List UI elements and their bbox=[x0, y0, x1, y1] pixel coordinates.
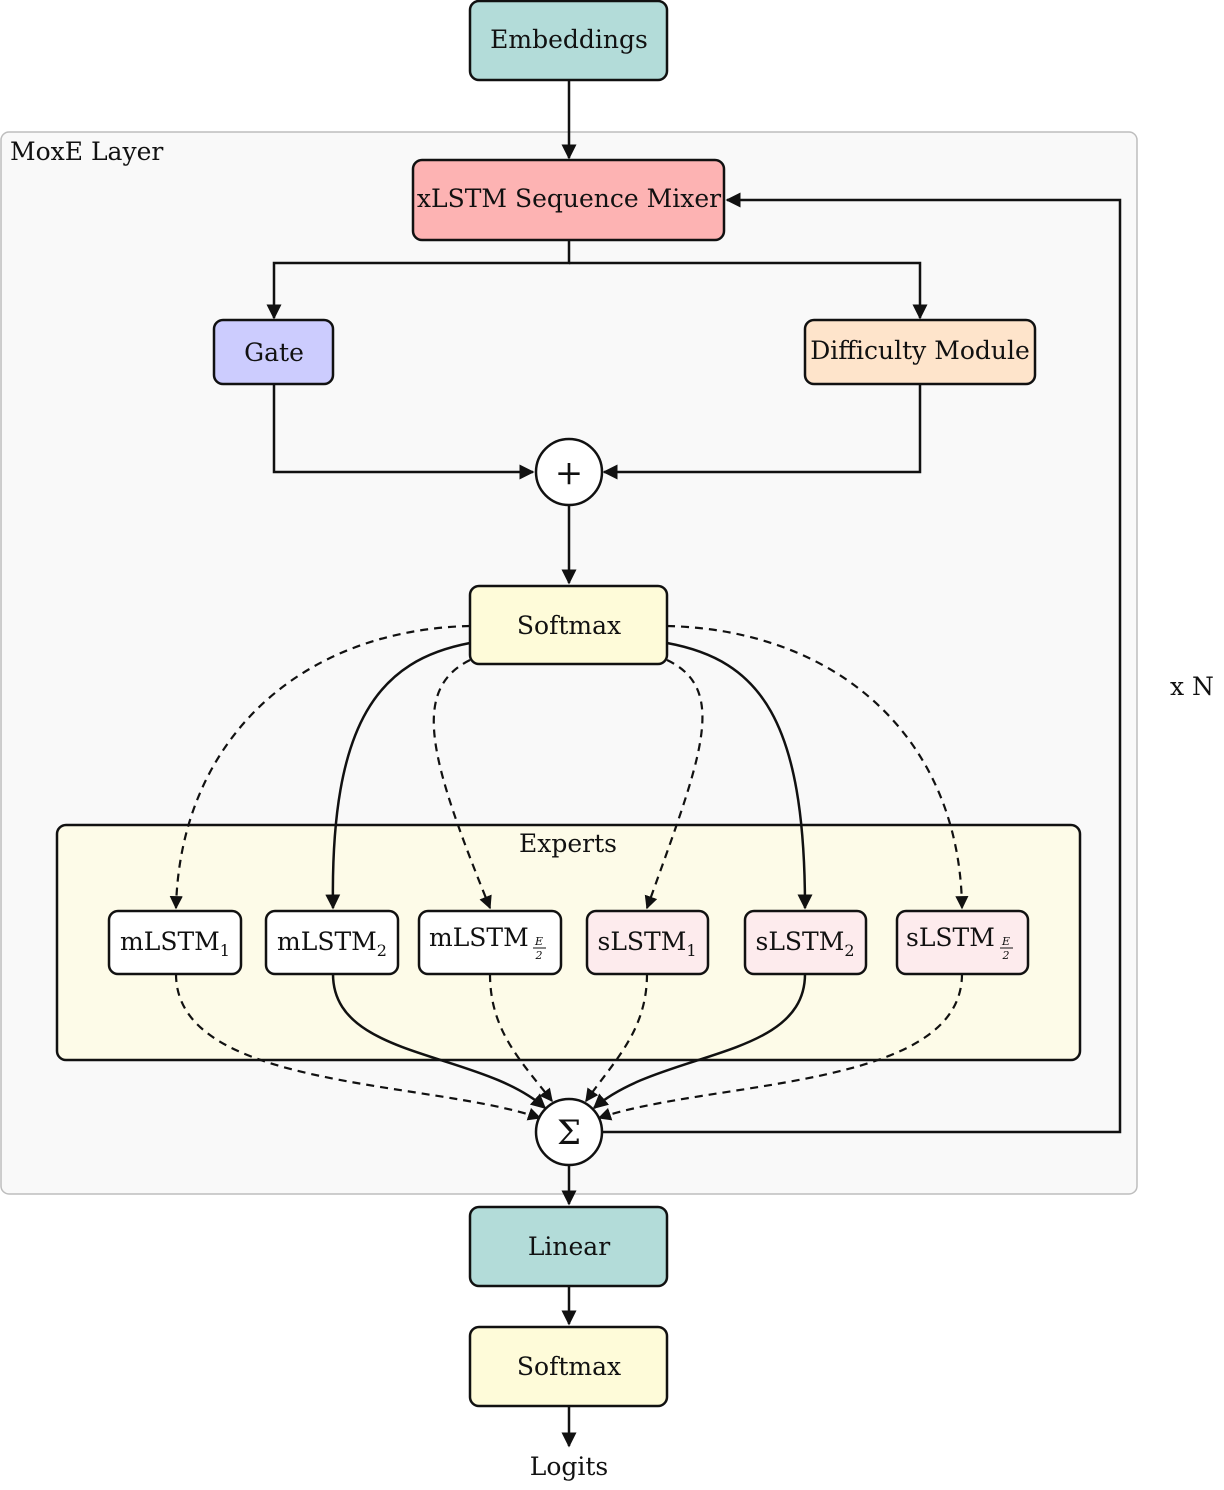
expert-frac-num: E bbox=[534, 935, 543, 948]
expert-box bbox=[585, 909, 710, 976]
agg-slstm-2 bbox=[592, 973, 807, 1109]
linear-box bbox=[468, 1205, 669, 1288]
route-slstm-2 bbox=[666, 641, 813, 910]
expert-box bbox=[743, 909, 868, 976]
gate-box bbox=[212, 318, 335, 386]
expert-slstm-1: sLSTM1 bbox=[585, 909, 710, 976]
experts-panel bbox=[55, 823, 1082, 1062]
expert-mlstm-e2: mLSTM E 2 bbox=[417, 909, 563, 976]
softmax-bottom-label: Softmax bbox=[517, 1352, 621, 1381]
expert-subscript: 2 bbox=[377, 941, 387, 960]
embeddings-block: Embeddings bbox=[468, 0, 669, 82]
agg-mlstm-e2 bbox=[488, 973, 553, 1103]
plus-node: + bbox=[534, 437, 604, 507]
route-slstm-e2 bbox=[666, 624, 969, 910]
gate-label: Gate bbox=[244, 338, 304, 367]
agg-slstm-e2 bbox=[597, 973, 964, 1121]
expert-name: sLSTM bbox=[755, 927, 844, 956]
softmax-top-box bbox=[468, 584, 669, 666]
expert-name: mLSTM bbox=[277, 927, 377, 956]
plus-symbol: + bbox=[555, 453, 584, 493]
mixer-block: xLSTM Sequence Mixer bbox=[411, 158, 726, 242]
aggregation-edges bbox=[174, 973, 964, 1121]
edge-mixer-difficulty bbox=[569, 261, 928, 320]
moxe-layer-title: MoxE Layer bbox=[10, 137, 163, 166]
mixer-box bbox=[411, 158, 726, 242]
expert-box bbox=[417, 909, 563, 976]
embeddings-box bbox=[468, 0, 669, 82]
svg-text:mLSTM1: mLSTM1 bbox=[120, 927, 230, 960]
expert-name: mLSTM bbox=[429, 923, 529, 952]
logits-label: Logits bbox=[530, 1452, 609, 1481]
route-mlstm-e2 bbox=[432, 659, 492, 910]
embeddings-label: Embeddings bbox=[490, 25, 648, 54]
expert-name: sLSTM bbox=[597, 927, 686, 956]
edge-sum-loop-mixer bbox=[602, 192, 1122, 1134]
svg-text:sLSTM1: sLSTM1 bbox=[597, 927, 696, 960]
plus-circle bbox=[534, 437, 604, 507]
difficulty-block: Difficulty Module bbox=[803, 318, 1037, 386]
linear-block: Linear bbox=[468, 1205, 669, 1288]
expert-box bbox=[107, 909, 243, 976]
linear-label: Linear bbox=[528, 1232, 610, 1261]
softmax-bottom-block: Softmax bbox=[468, 1325, 669, 1408]
expert-frac-num: E bbox=[1001, 935, 1010, 948]
expert-name: mLSTM bbox=[120, 927, 220, 956]
edge-mixer-gate bbox=[266, 240, 571, 320]
sum-symbol: Σ bbox=[557, 1113, 581, 1153]
gate-block: Gate bbox=[212, 318, 335, 386]
expert-slstm-2: sLSTM2 bbox=[743, 909, 868, 976]
edge-gate-plus bbox=[272, 384, 535, 480]
expert-subscript: 1 bbox=[220, 941, 230, 960]
expert-slstm-e2: sLSTM E 2 bbox=[895, 909, 1030, 976]
softmax-top-block: Softmax bbox=[468, 584, 669, 666]
difficulty-label: Difficulty Module bbox=[810, 336, 1030, 365]
route-mlstm-2 bbox=[325, 641, 471, 910]
expert-frac-den: 2 bbox=[535, 949, 543, 962]
expert-name: sLSTM bbox=[906, 923, 995, 952]
repeat-label: x N bbox=[1170, 672, 1214, 701]
expert-mlstm-2: mLSTM2 bbox=[264, 909, 400, 976]
route-slstm-1 bbox=[644, 659, 704, 910]
sum-circle bbox=[534, 1097, 604, 1167]
route-mlstm-1 bbox=[169, 624, 471, 910]
expert-box bbox=[264, 909, 400, 976]
svg-text:sLSTM2: sLSTM2 bbox=[755, 927, 854, 960]
expert-mlstm-1: mLSTM1 bbox=[107, 909, 243, 976]
sum-node: Σ bbox=[534, 1097, 604, 1167]
expert-subscript: 2 bbox=[844, 941, 854, 960]
edge-difficulty-plus bbox=[602, 384, 922, 480]
mixer-label: xLSTM Sequence Mixer bbox=[417, 184, 721, 213]
expert-box bbox=[895, 909, 1030, 976]
softmax-top-label: Softmax bbox=[517, 611, 621, 640]
difficulty-box bbox=[803, 318, 1037, 386]
agg-slstm-1 bbox=[585, 973, 649, 1103]
routing-edges bbox=[169, 624, 969, 910]
experts-title: Experts bbox=[519, 829, 617, 858]
expert-subscript: 1 bbox=[686, 941, 696, 960]
agg-mlstm-1 bbox=[174, 973, 542, 1121]
softmax-bottom-box bbox=[468, 1325, 669, 1408]
expert-frac-den: 2 bbox=[1002, 949, 1010, 962]
svg-text:mLSTM2: mLSTM2 bbox=[277, 927, 387, 960]
agg-mlstm-2 bbox=[331, 973, 547, 1109]
connectors bbox=[266, 80, 1122, 1448]
